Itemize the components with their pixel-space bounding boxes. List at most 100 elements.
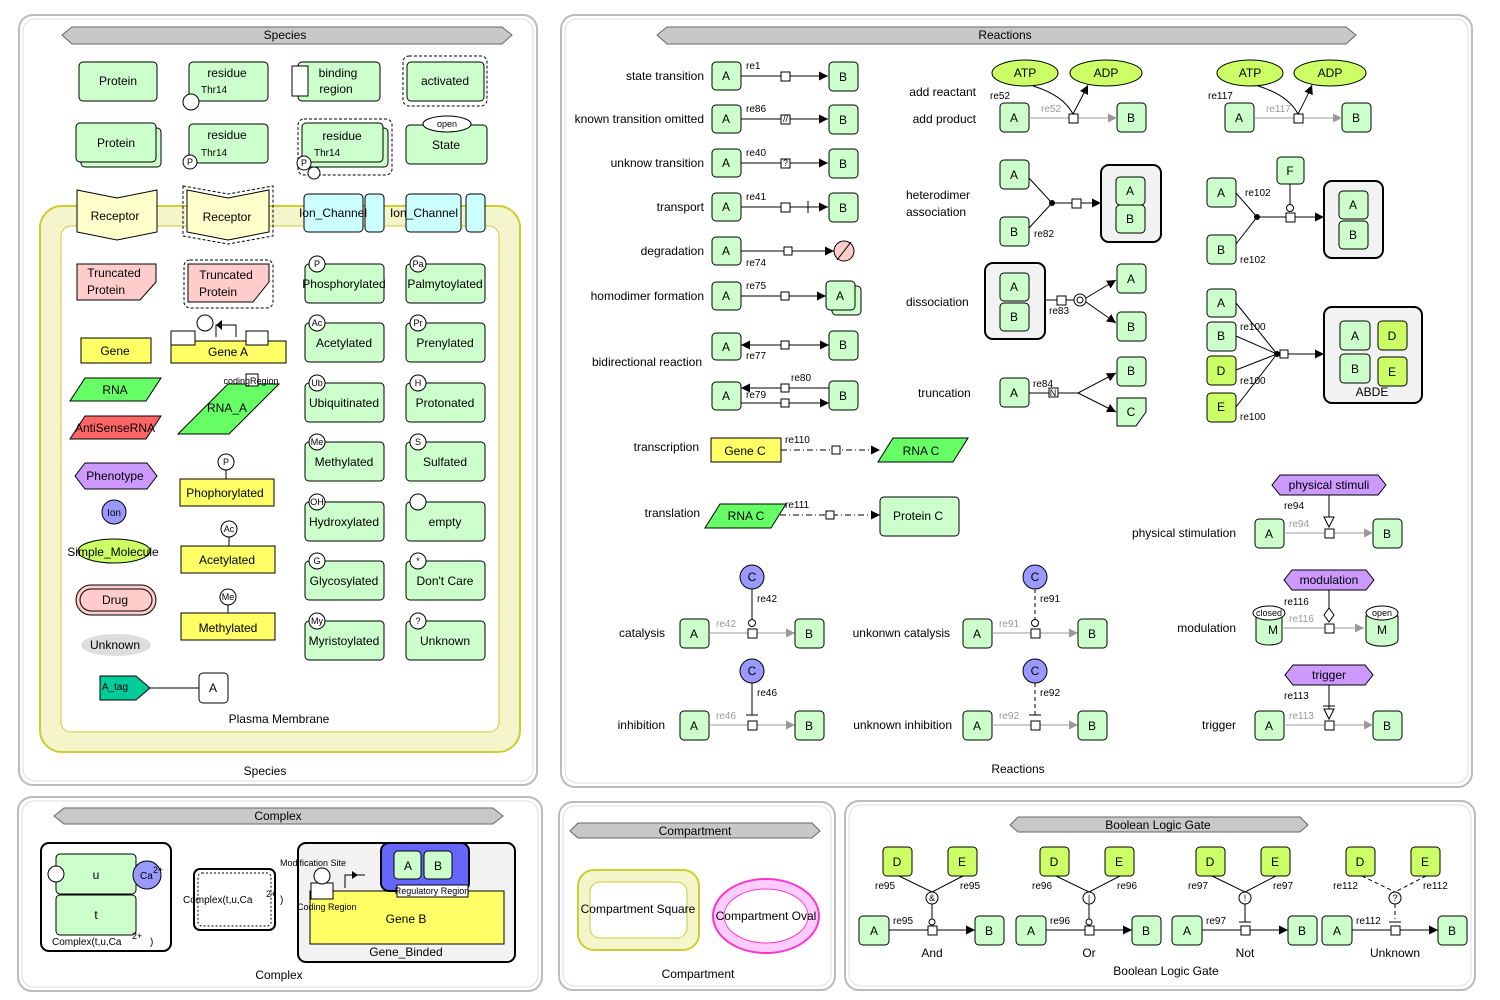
- protein-node: [78, 61, 158, 102]
- svg-text:B: B: [805, 627, 813, 641]
- drug-node: [75, 584, 157, 616]
- ion-channel-open-node: [405, 193, 462, 233]
- reaction-label: known transition omitted: [575, 112, 704, 126]
- translation-reaction: translation RNA C re111 Protein C: [645, 496, 960, 537]
- svg-text:Reactions: Reactions: [978, 28, 1031, 42]
- gene-node: [80, 337, 152, 364]
- svg-text:D: D: [1206, 855, 1215, 869]
- svg-text:re40: re40: [746, 148, 766, 159]
- svg-text:activated: activated: [421, 74, 469, 88]
- svg-text:D: D: [893, 855, 902, 869]
- svg-text:Complex(t,u,Ca: Complex(t,u,Ca: [52, 937, 122, 948]
- svg-text:Pr: Pr: [414, 318, 423, 328]
- svg-text:D: D: [1356, 855, 1365, 869]
- svg-text:Ion_Channel: Ion_Channel: [390, 206, 458, 220]
- svg-text:Truncated: Truncated: [87, 266, 141, 280]
- svg-text:open: open: [437, 119, 457, 129]
- svg-text:re91: re91: [1040, 594, 1060, 605]
- modification-node: *Don't Care: [405, 552, 486, 601]
- svg-text:residue: residue: [207, 128, 247, 142]
- svg-text:Ac: Ac: [224, 524, 235, 534]
- svg-text:Ion_Channel: Ion_Channel: [299, 206, 367, 220]
- svg-text:C: C: [748, 664, 757, 678]
- svg-text:residue: residue: [207, 66, 247, 80]
- svg-text:re117: re117: [1208, 91, 1233, 102]
- svg-text:A: A: [1265, 719, 1273, 733]
- svg-text:re92: re92: [1040, 688, 1060, 699]
- svg-text:Gene_Binded: Gene_Binded: [369, 945, 442, 959]
- a-tag-node: [99, 675, 151, 701]
- unknown-node: [81, 634, 151, 656]
- svg-text:B: B: [1010, 310, 1018, 324]
- svg-text:re95: re95: [960, 881, 980, 892]
- svg-text:re75: re75: [746, 281, 766, 292]
- svg-text:A: A: [722, 156, 730, 170]
- svg-text:B: B: [1217, 329, 1225, 343]
- species-panel: Plasma Membrane Protein residue Thr14 bi…: [39, 55, 521, 753]
- modification-label: Hydroxylated: [309, 515, 379, 529]
- activated-multimer-node: [301, 122, 384, 163]
- modification-badge: [409, 314, 427, 332]
- svg-text:re112: re112: [1423, 881, 1448, 892]
- adp-node: [1293, 59, 1367, 87]
- svg-text:RNA C: RNA C: [728, 509, 765, 523]
- svg-text:B: B: [1142, 924, 1150, 938]
- svg-text:B: B: [839, 157, 847, 171]
- modification-label: Methylated: [315, 455, 374, 469]
- modification-badge: [308, 612, 326, 630]
- svg-text:|: |: [1088, 893, 1090, 903]
- svg-text:Ca: Ca: [140, 871, 153, 882]
- rna-a-node: [176, 383, 281, 435]
- complex-panel: u t Ca 2+ Complex(t,u,Ca 2+ ) Complex(t,…: [40, 842, 516, 963]
- svg-text:RNA: RNA: [102, 383, 127, 397]
- modification-label: Myristoylated: [309, 634, 380, 648]
- svg-text:re91: re91: [999, 619, 1019, 630]
- svg-text:re116: re116: [1289, 614, 1314, 625]
- svg-text:B: B: [839, 113, 847, 127]
- add-reactant-product: add reactant add product: [909, 85, 976, 126]
- svg-text:Gene B: Gene B: [386, 912, 427, 926]
- svg-text:M: M: [1377, 623, 1387, 637]
- svg-text:Complex(t,u,Ca: Complex(t,u,Ca: [183, 895, 253, 906]
- svg-text:D: D: [1050, 855, 1059, 869]
- svg-text:E: E: [1388, 365, 1396, 379]
- modification-badge: [409, 612, 427, 630]
- svg-text:A: A: [209, 681, 217, 695]
- svg-text:re97: re97: [1206, 916, 1226, 927]
- svg-text:ABDE: ABDE: [1356, 385, 1389, 399]
- compartment-header: Compartment: [569, 822, 821, 839]
- svg-text:E: E: [1217, 400, 1225, 414]
- svg-text:H: H: [415, 378, 422, 388]
- svg-text:add reactant: add reactant: [909, 85, 976, 99]
- svg-text:re116: re116: [1284, 597, 1309, 608]
- svg-text:B: B: [1351, 362, 1359, 376]
- svg-text:E: E: [1421, 855, 1429, 869]
- modification-label: Ubiquitinated: [309, 396, 379, 410]
- svg-text:A: A: [404, 859, 412, 873]
- svg-text:re95: re95: [893, 916, 913, 927]
- modification-badge: [308, 552, 326, 570]
- svg-text:B: B: [985, 924, 993, 938]
- svg-text:Protein: Protein: [87, 283, 125, 297]
- svg-text:C: C: [1127, 405, 1136, 419]
- svg-text:physical stimulation: physical stimulation: [1132, 526, 1236, 540]
- svg-text:S: S: [415, 437, 421, 447]
- reaction-label: unknow transition: [611, 156, 704, 170]
- species-footer: Species: [244, 764, 287, 778]
- svg-text:Protein C: Protein C: [893, 509, 943, 523]
- svg-text:Compartment: Compartment: [659, 824, 732, 838]
- svg-text:region: region: [319, 82, 352, 96]
